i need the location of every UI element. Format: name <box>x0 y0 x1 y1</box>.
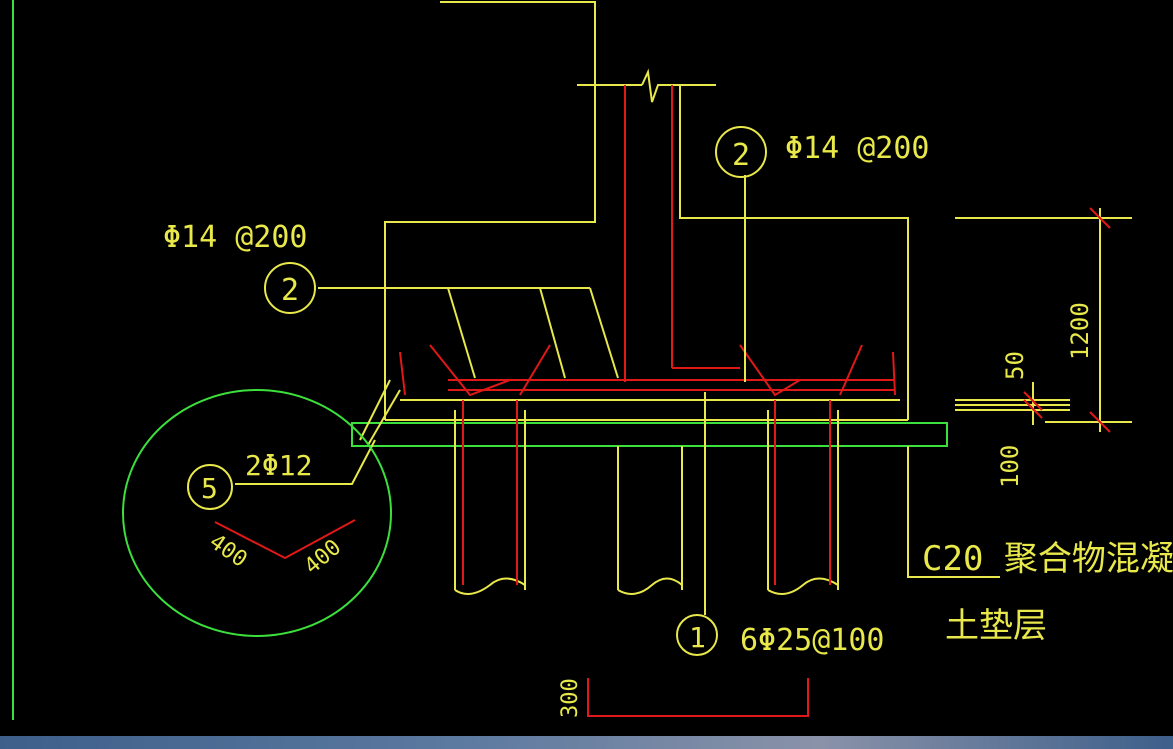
cushion-label-line2: 土垫层 <box>945 606 1047 646</box>
mark-5: 5 <box>201 472 218 505</box>
dimension-lines <box>587 207 1132 717</box>
mark-circles <box>187 126 767 656</box>
dim-300: 300 <box>558 678 583 718</box>
taskbar-strip <box>0 736 1173 749</box>
leader-lines <box>235 175 746 615</box>
hatch-slashes <box>359 287 619 446</box>
cushion-layer <box>351 422 948 447</box>
dim-100: 100 <box>996 445 1024 488</box>
dim-400-left: 400 <box>205 529 252 572</box>
piles <box>454 410 839 595</box>
column-outline <box>384 1 909 420</box>
detail-callout-circle <box>122 389 392 637</box>
dim-50: 50 <box>1001 351 1029 380</box>
label-rebar-top-left: Φ14 @200 <box>163 220 308 255</box>
mark-1: 1 <box>689 621 706 654</box>
label-rebar-top-right: Φ14 @200 <box>785 131 930 166</box>
cushion-label-line1: C20 聚合物混凝 <box>922 539 1173 579</box>
rebar-lines <box>399 85 896 585</box>
dim-1200: 1200 <box>1066 302 1094 360</box>
label-detail-bars: 2Φ12 <box>245 449 312 482</box>
detail-bent-bar <box>214 519 356 560</box>
pile-cap-base <box>385 399 908 421</box>
dim-400-right: 400 <box>300 535 347 580</box>
mark-2-top: 2 <box>732 138 750 173</box>
label-bottom-bars: 6Φ25@100 <box>740 623 885 658</box>
mark-2-left: 2 <box>281 273 299 308</box>
